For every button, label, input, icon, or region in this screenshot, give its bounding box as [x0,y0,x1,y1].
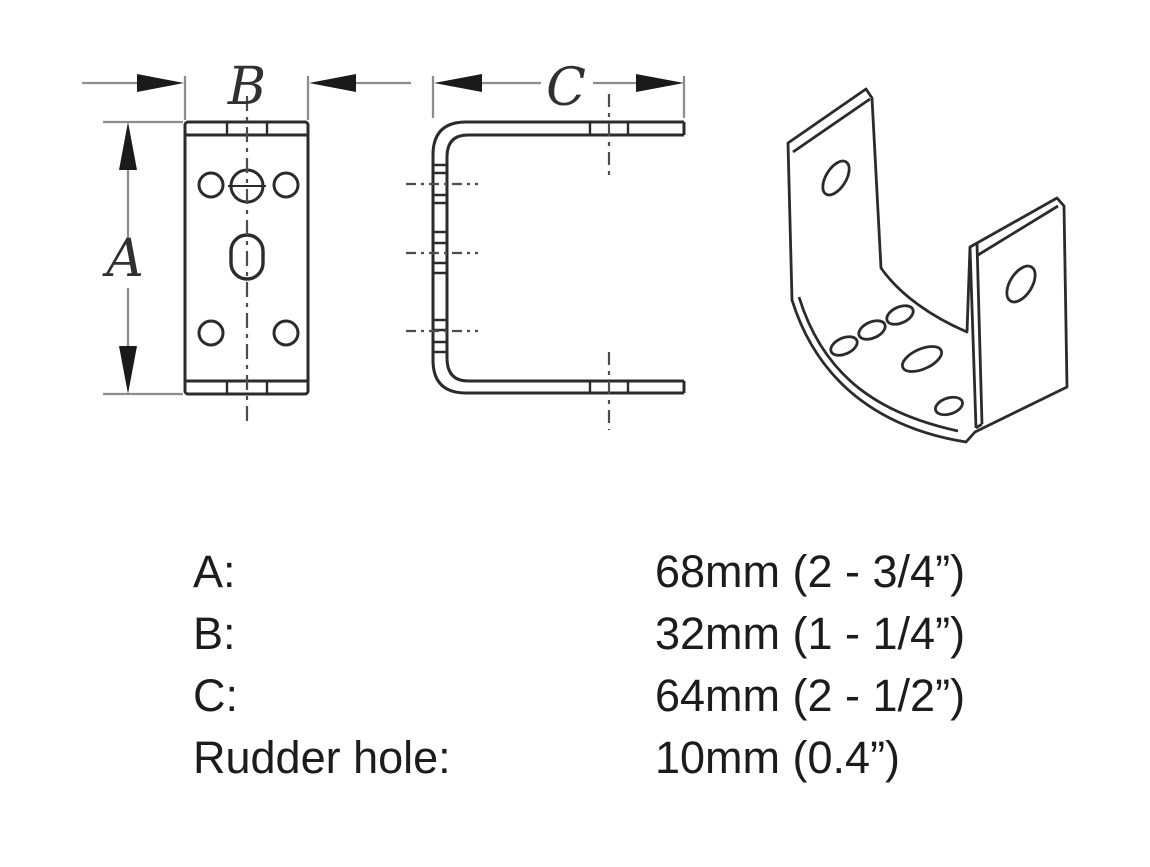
side-inner-contour [445,133,684,383]
spec-row-c: C: 64mm (2 - 1/2”) [193,667,1093,729]
arrow-right-icon [137,74,184,92]
spec-row-rudder-hole: Rudder hole: 10mm (0.4”) [193,729,1093,791]
side-web-centerlines [406,182,478,333]
spec-label: A: [193,546,236,597]
iso-base-hole [857,319,887,341]
dim-a-label: A [102,229,144,289]
isometric-view [786,87,1069,444]
spec-label: Rudder hole: [193,732,451,783]
iso-base-hole [829,335,859,357]
spec-value: 64mm (2 - 1/2”) [655,670,966,721]
side-arm-hole-edges [588,122,630,394]
mount-hole [272,319,300,347]
spec-value: 32mm (1 - 1/4”) [655,608,966,659]
front-view [183,96,310,421]
iso-silhouette [786,87,1069,444]
arrow-left-icon [434,74,482,92]
iso-base-hole [934,395,964,417]
side-view [406,94,686,430]
spec-value: 10mm (0.4”) [655,732,901,783]
arrow-up-icon [119,122,137,170]
iso-base-edge [797,296,959,433]
iso-flange-hole [821,159,851,197]
arrow-left-icon [309,74,356,92]
spec-label: B: [193,608,236,659]
spec-label: C: [193,670,238,721]
front-top-band-ticks [225,122,269,135]
arrow-right-icon [636,74,684,92]
iso-right-flange-front-edge [968,242,984,430]
iso-left-flange-edge [792,97,871,154]
iso-right-flange-top-edge [977,204,1059,257]
iso-rudder-slot [900,345,944,373]
spec-row-b: B: 32mm (1 - 1/4”) [193,605,1093,667]
front-bottom-band-ticks [225,381,269,394]
arrow-down-icon [119,346,137,394]
dim-b-label: B [227,57,266,117]
spec-row-a: A: 68mm (2 - 3/4”) [193,543,1093,605]
dimension-a: A [102,120,183,396]
spec-table: A: 68mm (2 - 3/4”) B: 32mm (1 - 1/4”) C:… [193,543,1093,791]
dimension-b: B [82,57,411,120]
dimension-c: C [431,58,686,118]
mount-hole [197,319,225,347]
mount-hole [197,171,225,199]
mount-hole [272,171,300,199]
iso-base-hole [885,304,915,326]
iso-flange-hole [1005,264,1037,304]
spec-value: 68mm (2 - 3/4”) [655,546,966,597]
side-outer-contour [431,120,684,395]
dim-c-label: C [546,58,586,118]
side-web-hole-edges [433,163,447,354]
